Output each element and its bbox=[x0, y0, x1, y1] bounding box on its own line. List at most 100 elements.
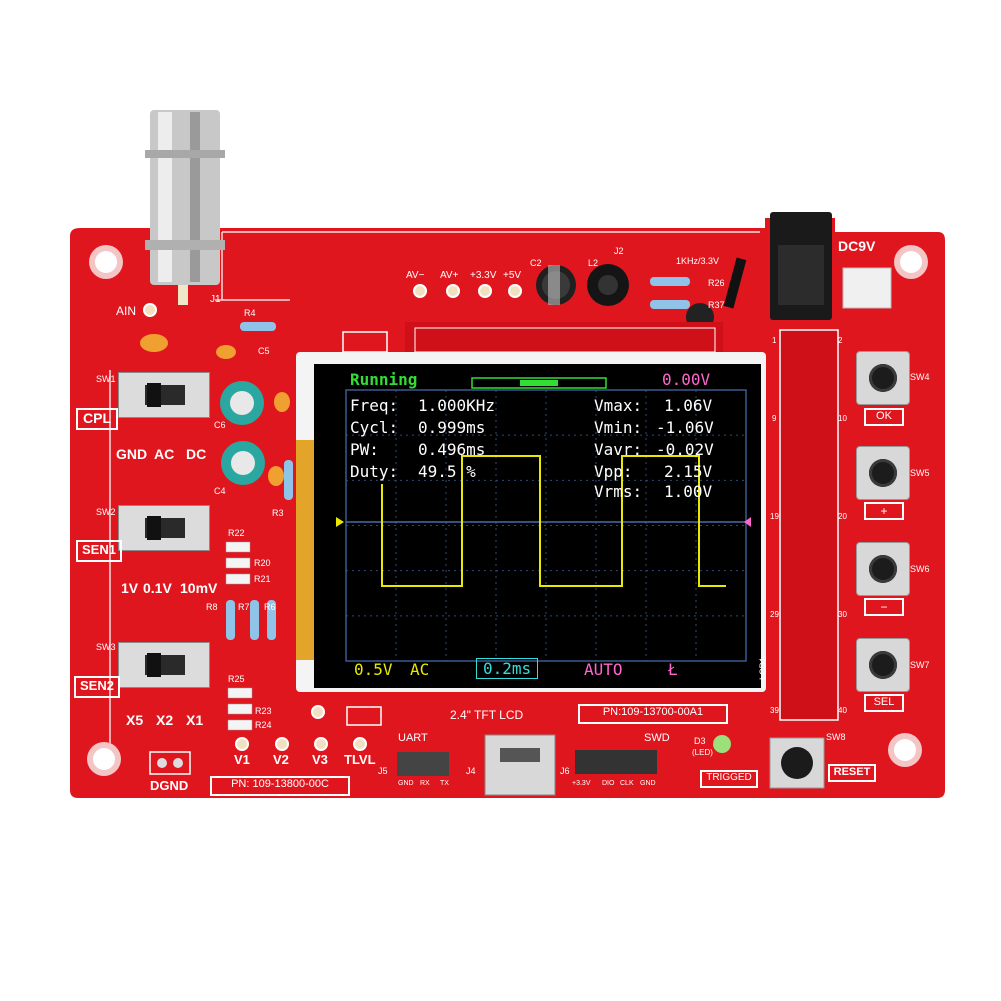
j5-rx-label: RX bbox=[420, 780, 430, 787]
vrms-value: 1.00V bbox=[664, 482, 713, 501]
v1-label: V1 bbox=[234, 752, 250, 767]
sw5-label: SW5 bbox=[910, 468, 930, 478]
gnd-label: GND bbox=[116, 446, 148, 462]
x2-label: X2 bbox=[156, 712, 174, 728]
vmin-label: Vmin: bbox=[594, 418, 643, 437]
dgnd-label: DGND bbox=[150, 778, 189, 793]
reset-label: RESET bbox=[828, 764, 876, 782]
trigged-label: TRIGGED bbox=[700, 770, 758, 788]
ain-label: AIN bbox=[116, 304, 137, 318]
j2-label: J2 bbox=[614, 246, 624, 256]
sw6-label: SW6 bbox=[910, 564, 930, 574]
r3-label: R3 bbox=[272, 508, 284, 518]
dc-jack[interactable] bbox=[770, 212, 832, 320]
r7-label: R7 bbox=[238, 602, 250, 612]
lcd-screen: Running 0.00V Freq: 1.000KHz Cycl: 0.999… bbox=[314, 364, 761, 688]
r20-label: R20 bbox=[254, 558, 271, 568]
sw7-label: SW7 bbox=[910, 660, 930, 670]
freq-value: 1.000KHz bbox=[418, 396, 496, 415]
vmax-label: Vmax: bbox=[594, 396, 643, 415]
left-marker bbox=[336, 517, 344, 527]
v3-label: V3 bbox=[312, 752, 328, 767]
j5-label: J5 bbox=[378, 766, 388, 776]
j6-dio-label: DIO bbox=[602, 780, 615, 787]
status-text: Running bbox=[350, 370, 418, 389]
pin-19-label: 19 bbox=[770, 512, 779, 521]
scope-plot bbox=[336, 377, 751, 662]
cycl-label: Cycl: bbox=[350, 418, 399, 437]
pin-9-label: 9 bbox=[772, 414, 777, 423]
r6-label: R6 bbox=[264, 602, 276, 612]
waveform-trace bbox=[381, 455, 726, 587]
r21-label: R21 bbox=[254, 574, 271, 584]
pw-value: 0.496ms bbox=[418, 440, 486, 459]
tlvl-label: TLVL bbox=[344, 752, 376, 767]
vrms-label: Vrms: bbox=[594, 482, 643, 501]
sen1-1v-label: 1V bbox=[121, 580, 139, 596]
freq-label: Freq: bbox=[350, 396, 399, 415]
vpp-label: Vpp: bbox=[594, 462, 633, 481]
pin-39-label: 39 bbox=[770, 706, 779, 715]
ok-label: OK bbox=[864, 408, 904, 426]
timebase-window-fill bbox=[520, 380, 558, 386]
pw-label: PW: bbox=[350, 440, 379, 459]
j6-33v-label: +3.3V bbox=[572, 780, 591, 787]
vavr-value: -0.02V bbox=[656, 440, 714, 459]
volt-div: 0.5V bbox=[354, 660, 393, 679]
vmin-value: -1.06V bbox=[656, 418, 714, 437]
r4-label: R4 bbox=[244, 308, 256, 318]
lcd-size-label: 2.4" TFT LCD bbox=[450, 708, 524, 722]
sen1-10mv-label: 10mV bbox=[180, 580, 218, 596]
r23-label: R23 bbox=[255, 706, 272, 716]
x1-label: X1 bbox=[186, 712, 204, 728]
sen2-switch[interactable] bbox=[118, 642, 210, 688]
sw4-label: SW4 bbox=[910, 372, 930, 382]
ok-button[interactable] bbox=[857, 352, 909, 404]
plus-label: + bbox=[864, 502, 904, 520]
plot-frame bbox=[345, 389, 747, 662]
j6-label: J6 bbox=[560, 766, 570, 776]
r8-label: R8 bbox=[206, 602, 218, 612]
sw1-label: SW1 bbox=[96, 374, 116, 384]
r24-label: R24 bbox=[255, 720, 272, 730]
j5-gnd-label: GND bbox=[398, 780, 414, 787]
r22-label: R22 bbox=[228, 528, 245, 538]
pin-20-label: 20 bbox=[838, 512, 847, 521]
sen1-switch[interactable] bbox=[118, 505, 210, 551]
pin-1-label: 1 bbox=[772, 336, 777, 345]
uart-label: UART bbox=[398, 732, 428, 744]
dc9v-label: DC9V bbox=[838, 238, 876, 254]
coupling: AC bbox=[410, 660, 430, 679]
x5-label: X5 bbox=[126, 712, 144, 728]
lcd-part-number: PN:109-13700-00A1 bbox=[578, 704, 728, 724]
minus-button[interactable] bbox=[857, 543, 909, 595]
trigger-level: 0.00V bbox=[662, 370, 711, 389]
duty-label: Duty: bbox=[350, 462, 399, 481]
bnc-connector[interactable] bbox=[145, 110, 225, 305]
d3-label: D3 bbox=[694, 736, 706, 746]
pin-40-label: 40 bbox=[838, 706, 847, 715]
sel-label: SEL bbox=[864, 694, 904, 712]
pin-29-label: 29 bbox=[770, 610, 779, 619]
duty-value: 49.5 % bbox=[418, 462, 476, 481]
r26-label: R26 bbox=[708, 278, 725, 288]
plus-button[interactable] bbox=[857, 447, 909, 499]
r37-label: R37 bbox=[708, 300, 725, 310]
p33v-label: +3.3V bbox=[470, 270, 497, 281]
av-plus-label: AV+ bbox=[440, 270, 459, 281]
pin-2-label: 2 bbox=[838, 336, 843, 345]
cpl-switch[interactable] bbox=[118, 372, 210, 418]
board-part-number: PN: 109-13800-00C bbox=[210, 776, 350, 796]
vpp-value: 2.15V bbox=[664, 462, 713, 481]
trigger-mode: AUTO bbox=[584, 660, 623, 679]
sel-button[interactable] bbox=[857, 639, 909, 691]
timebase-window bbox=[471, 377, 607, 389]
p5v-label: +5V bbox=[503, 270, 522, 281]
vmax-value: 1.06V bbox=[664, 396, 713, 415]
j1-label: J1 bbox=[210, 294, 221, 305]
r25-label: R25 bbox=[228, 674, 245, 684]
pin-30-label: 30 bbox=[838, 610, 847, 619]
minus-label: − bbox=[864, 598, 904, 616]
time-div: 0.2ms bbox=[476, 658, 539, 679]
trigger-edge-icon: Ł bbox=[668, 660, 678, 679]
